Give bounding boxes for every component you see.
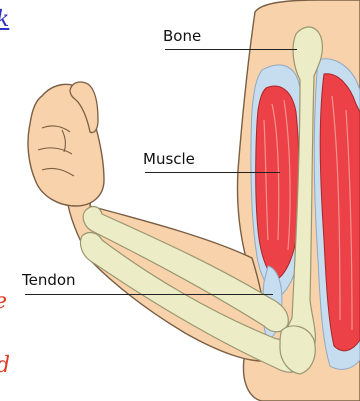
bone-label: Bone (163, 27, 201, 45)
tendon-label: Tendon (22, 271, 76, 289)
biceps-muscle (256, 86, 299, 280)
tendon-leader-line (25, 294, 273, 295)
cropped-letter-bottom: d (0, 354, 10, 378)
bone-leader-line (165, 49, 297, 50)
muscle-label: Muscle (143, 150, 195, 168)
muscle-leader-line (145, 172, 280, 173)
cropped-letter-top: k (0, 8, 9, 32)
cropped-letter-middle: e (0, 290, 7, 314)
